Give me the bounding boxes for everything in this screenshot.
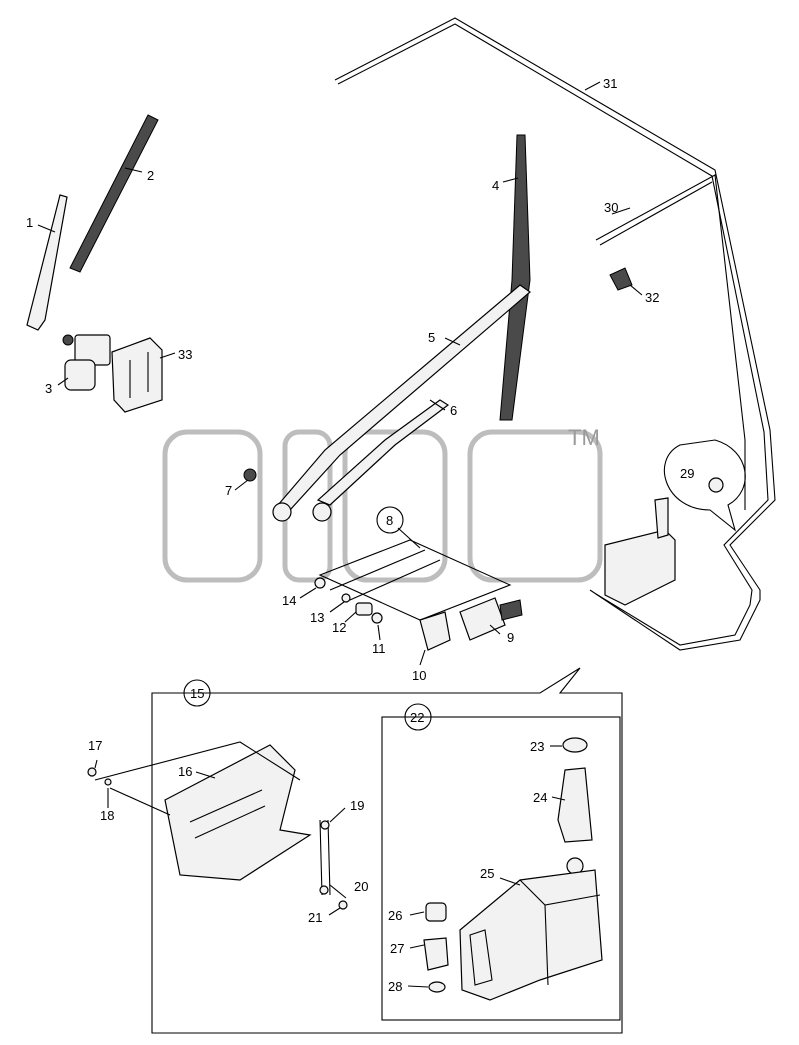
callout-6: 6	[450, 403, 457, 418]
callout-22: 22	[410, 710, 424, 725]
callout-20: 20	[354, 879, 368, 894]
callout-circle-22	[404, 703, 432, 731]
callout-24: 24	[533, 790, 547, 805]
wiper-blade-large	[499, 134, 531, 421]
callout-3: 3	[45, 381, 52, 396]
callout-5: 5	[428, 330, 435, 345]
detail-box-15	[151, 667, 623, 1034]
nut-7	[243, 468, 257, 482]
callout-12: 12	[332, 620, 346, 635]
callout-11: 11	[372, 641, 386, 656]
washer-hoses	[334, 17, 776, 651]
bracket-16	[87, 741, 348, 910]
linkage-assembly	[314, 539, 523, 651]
callout-10: 10	[412, 668, 426, 683]
callout-15: 15	[190, 686, 204, 701]
callout-2: 2	[147, 168, 154, 183]
washer-tank-upper	[604, 497, 676, 606]
callout-9: 9	[507, 630, 514, 645]
wiper-blade-left	[26, 194, 68, 331]
callout-circle-8	[376, 506, 404, 534]
callout-29: 29	[680, 466, 694, 481]
callout-13: 13	[310, 610, 324, 625]
wiper-arms	[272, 284, 531, 522]
callout-circle-15	[183, 679, 211, 707]
hose-clip	[609, 267, 633, 291]
callout-7: 7	[225, 483, 232, 498]
watermark-trademark: TM	[568, 425, 600, 450]
callout-31: 31	[603, 76, 617, 91]
callout-19: 19	[350, 798, 364, 813]
callout-4: 4	[492, 178, 499, 193]
wiper-motor-left	[62, 334, 111, 391]
callout-1: 1	[26, 215, 33, 230]
callout-32: 32	[645, 290, 659, 305]
callout-23: 23	[530, 739, 544, 754]
callout-labels: 1 2 3 4 5 6 7 8 9 10 11 12 13 14 15 16 1…	[26, 76, 694, 994]
callout-28: 28	[388, 979, 402, 994]
wiper-blade-rubber	[69, 114, 159, 273]
callout-17: 17	[88, 738, 102, 753]
washer-reservoir-group	[423, 737, 603, 1001]
detail-bubble-29	[663, 439, 746, 532]
callout-25: 25	[480, 866, 494, 881]
callout-30: 30	[604, 200, 618, 215]
callout-18: 18	[100, 808, 114, 823]
callout-16: 16	[178, 764, 192, 779]
callout-14: 14	[282, 593, 296, 608]
callout-8: 8	[386, 513, 393, 528]
callout-27: 27	[390, 941, 404, 956]
leader-lines	[37, 81, 643, 988]
callout-26: 26	[388, 908, 402, 923]
watermark: TM	[162, 425, 603, 583]
callout-21: 21	[308, 910, 322, 925]
callout-33: 33	[178, 347, 192, 362]
motor-cover	[111, 337, 163, 413]
